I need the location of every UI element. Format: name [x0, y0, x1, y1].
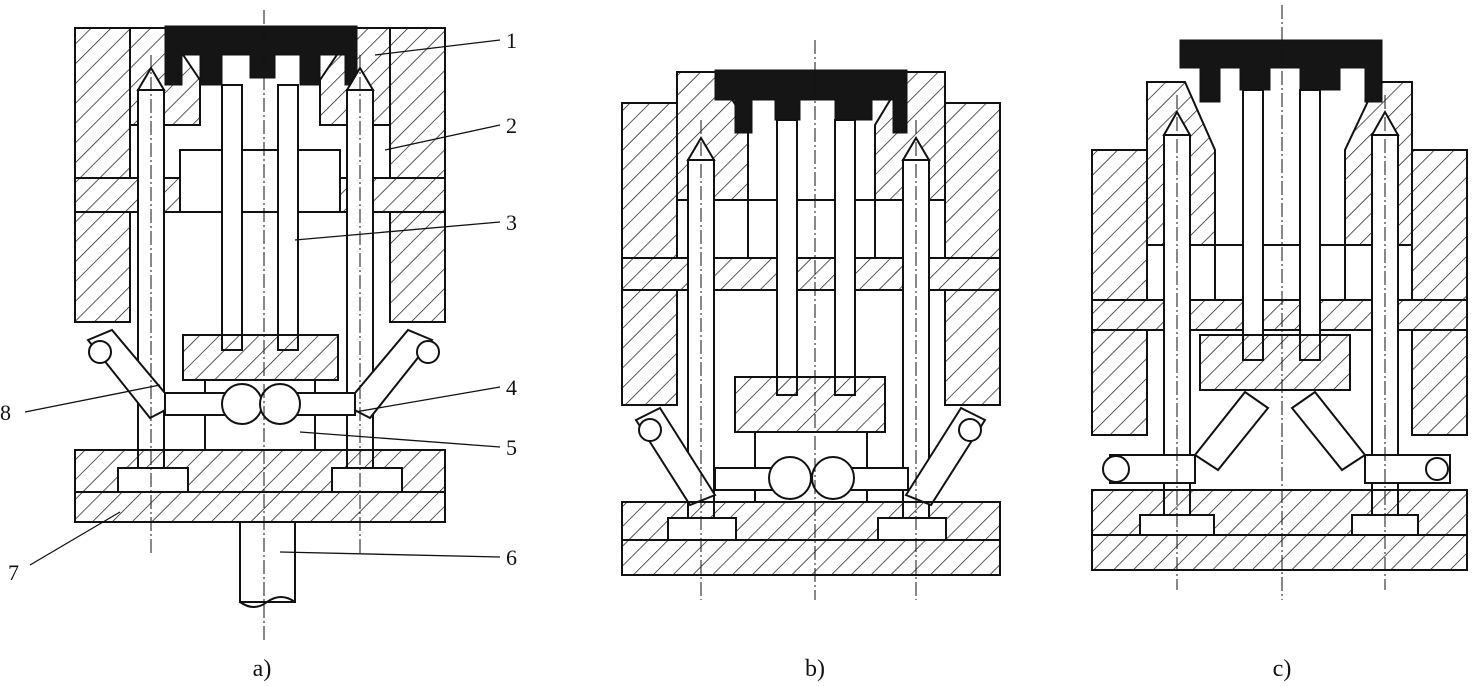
view-b-left-knob	[768, 456, 812, 500]
leader-1	[374, 39, 501, 56]
view-c-bottom-plate	[1091, 534, 1468, 571]
callout-leaders	[24, 39, 501, 566]
leader-3	[294, 221, 501, 241]
caption-b: b)	[805, 656, 825, 682]
view-a-left-pivot	[88, 340, 112, 364]
view-b-right-pivot	[958, 418, 982, 442]
leader-4	[354, 386, 501, 413]
view-b-lower-left-wall	[621, 289, 678, 406]
view-c-upper-left-wall	[1091, 149, 1148, 301]
view-b-middle-plate	[621, 257, 1001, 291]
view-c-right-pivot	[1425, 457, 1449, 481]
view-a	[74, 10, 446, 640]
view-b-right-knob	[811, 456, 855, 500]
view-c-left-pivot	[1102, 455, 1130, 483]
callout-5: 5	[506, 435, 517, 460]
view-c-core-block	[1214, 244, 1346, 301]
view-c-ejector-pin-right	[1299, 89, 1321, 361]
view-b-left-arm	[714, 467, 776, 491]
view-a-right-knob	[259, 383, 301, 425]
view-b-ejector-plate	[734, 376, 886, 433]
view-c	[1091, 5, 1468, 600]
view-a-rod-break	[239, 596, 296, 608]
callout-2: 2	[506, 113, 517, 138]
callout-1: 1	[506, 28, 517, 53]
view-c-ejector-pin-left	[1242, 89, 1264, 361]
view-b-upper-left-wall	[621, 102, 678, 259]
view-b-ejector-pin-left	[776, 119, 798, 396]
leader-6	[279, 551, 501, 558]
view-a-core-block	[179, 149, 341, 213]
view-b	[621, 40, 1001, 600]
view-a-right-arm	[294, 392, 356, 416]
view-c-ejector-plate	[1199, 334, 1351, 391]
view-b-ejector-pin-right	[834, 119, 856, 396]
view-a-right-pivot	[416, 340, 440, 364]
leader-7	[29, 511, 121, 566]
view-c-middle-plate	[1091, 299, 1468, 331]
view-a-upper-left-wall	[74, 27, 131, 179]
leader-2	[384, 124, 501, 151]
view-a-right-pin-head	[331, 467, 403, 493]
view-c-molded-part	[1179, 39, 1383, 103]
view-b-molded-part	[714, 69, 908, 134]
view-b-left-pin-head	[667, 517, 737, 541]
view-b-bottom-plate	[621, 539, 1001, 576]
view-a-bottom-plate	[74, 491, 446, 523]
view-a-molded-part	[164, 25, 358, 86]
callout-4: 4	[506, 375, 517, 400]
view-a-piston-rod	[239, 521, 296, 603]
view-b-left-pivot	[638, 418, 662, 442]
view-b-right-pin-head	[877, 517, 947, 541]
view-c-lower-left-wall	[1091, 329, 1148, 436]
view-b-lower-right-wall	[944, 289, 1001, 406]
callout-3: 3	[506, 210, 517, 235]
callout-7: 7	[8, 560, 19, 585]
caption-c: c)	[1273, 656, 1292, 682]
view-a-left-arm	[164, 392, 226, 416]
view-a-lower-left-wall	[74, 211, 131, 323]
leader-5	[299, 431, 501, 448]
view-c-lower-right-wall	[1411, 329, 1468, 436]
leader-8	[24, 384, 161, 413]
view-a-ejector-pin-right	[277, 84, 299, 351]
view-a-ejector-plate	[182, 334, 339, 381]
view-b-upper-right-wall	[944, 102, 1001, 259]
view-c-upper-right-wall	[1411, 149, 1468, 301]
caption-a: a)	[253, 656, 272, 682]
callout-6: 6	[506, 545, 517, 570]
view-a-left-knob	[221, 383, 263, 425]
view-c-left-link	[1193, 390, 1270, 472]
view-a-left-pin-head	[117, 467, 189, 493]
view-a-ejector-pin-left	[221, 84, 243, 351]
callout-8: 8	[0, 400, 11, 425]
view-b-right-arm	[847, 467, 909, 491]
view-c-right-link	[1290, 390, 1367, 472]
view-a-lower-right-wall	[389, 211, 446, 323]
